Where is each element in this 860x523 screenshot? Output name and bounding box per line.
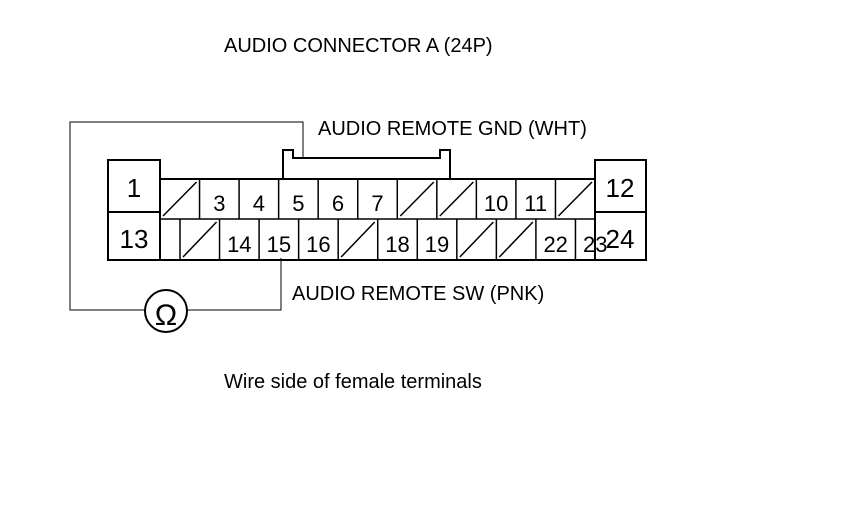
pin-4: 4 (253, 191, 265, 216)
pin-10: 10 (484, 191, 508, 216)
pin-16: 16 (306, 232, 330, 257)
pin-18: 18 (385, 232, 409, 257)
pin-7: 7 (371, 191, 383, 216)
row2-empty-cavity (498, 221, 534, 258)
pin-22: 22 (543, 232, 567, 257)
meter-circuit (69, 121, 304, 311)
pin-1: 1 (127, 173, 141, 203)
row1-empty-cavity (557, 181, 593, 217)
diagram-caption: Wire side of female terminals (224, 371, 482, 393)
row2-empty-cavity (182, 221, 218, 258)
connector-lock (282, 149, 451, 180)
pin-14: 14 (227, 232, 251, 257)
row1-empty-cavity (439, 181, 474, 217)
row2-empty-cavity (459, 221, 494, 258)
pin-15: 15 (267, 232, 291, 257)
pin-12: 12 (606, 173, 635, 203)
pin-24: 24 (606, 224, 635, 254)
row2-empty-cavity (340, 221, 376, 258)
diagram-title: AUDIO CONNECTOR A (24P) (224, 35, 493, 57)
pin-23: 23 (583, 232, 607, 257)
probe-wire-sw (187, 258, 282, 311)
row1-empty-cavity (162, 181, 198, 217)
pin-13: 13 (120, 224, 149, 254)
row1-empty-cavity (399, 181, 435, 217)
pin-5: 5 (292, 191, 304, 216)
probe-wire-gnd (69, 121, 304, 311)
pin-6: 6 (332, 191, 344, 216)
ohmmeter-icon: Ω (144, 289, 188, 333)
pin-3: 3 (213, 191, 225, 216)
pin-19: 19 (425, 232, 449, 257)
sw-label: AUDIO REMOTE SW (PNK) (292, 283, 544, 305)
connector-body (107, 159, 647, 261)
ohm-symbol: Ω (155, 299, 177, 332)
pin-11: 11 (524, 191, 547, 216)
gnd-label: AUDIO REMOTE GND (WHT) (318, 118, 587, 140)
